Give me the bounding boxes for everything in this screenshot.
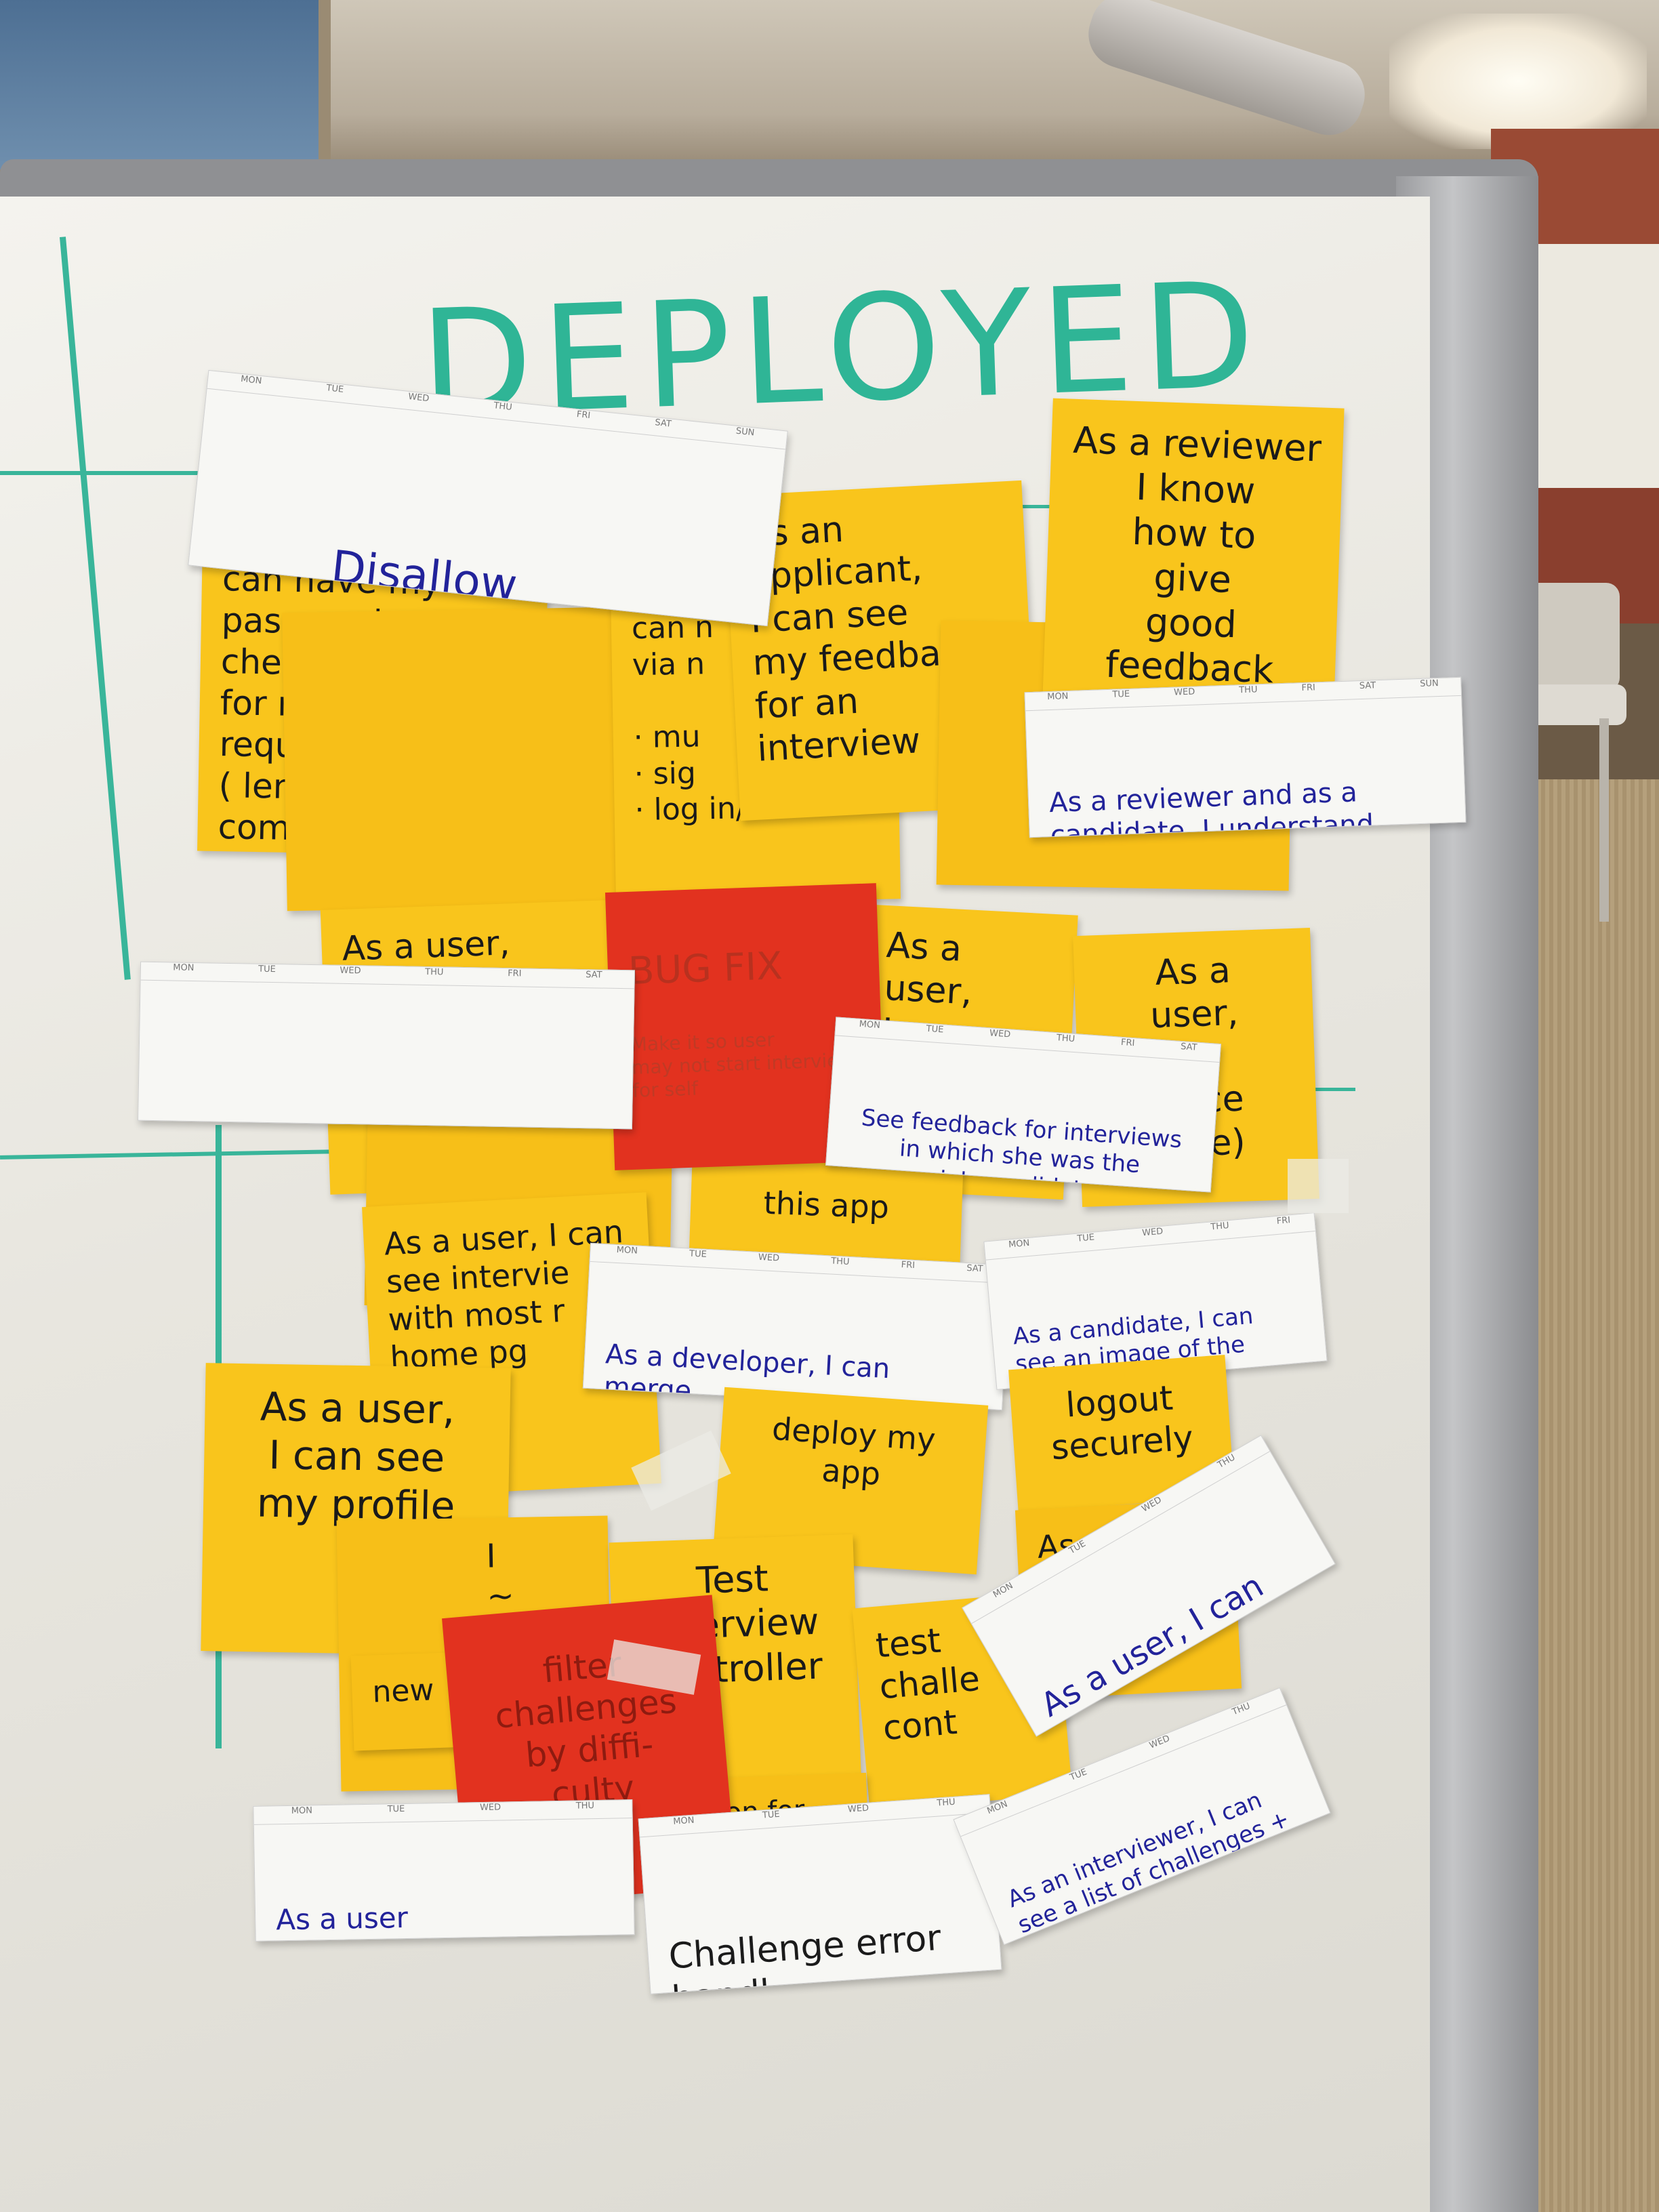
weekday-label: TUE xyxy=(1112,689,1130,700)
weekday-label: MON xyxy=(240,373,263,387)
weekday-label: WED xyxy=(1141,1226,1164,1239)
weekday-label: WED xyxy=(847,1803,869,1815)
weekday-label: FRI xyxy=(901,1259,916,1271)
weekday-label: MON xyxy=(1046,691,1069,703)
weekday-label: MON xyxy=(616,1244,638,1256)
weekday-label: THU xyxy=(1238,684,1258,696)
weekday-label: FRI xyxy=(508,968,522,979)
weekday-label: SAT xyxy=(586,970,602,981)
grid-line-horizontal xyxy=(0,471,203,475)
ceiling-light xyxy=(1389,14,1647,149)
card-text: As a user and sort ch difficult level xyxy=(275,1901,437,1941)
weekday-label: TUE xyxy=(1076,1232,1095,1244)
weekday-label: TUE xyxy=(762,1809,781,1821)
index-card: MON TUE WED THU As a user and sort ch diffi… xyxy=(253,1799,635,1942)
weekday-label: WED xyxy=(407,391,430,405)
weekday-label: THU xyxy=(575,1801,595,1811)
weekday-label: MON xyxy=(173,962,194,974)
weekday-label: MON xyxy=(291,1805,313,1816)
weekday-label: THU xyxy=(425,966,444,978)
weekday-label: MON xyxy=(672,1815,695,1827)
weekday-label: MON xyxy=(859,1019,881,1031)
weekday-label: THU xyxy=(493,401,513,413)
weekday-label: SAT xyxy=(966,1263,983,1275)
weekday-label: WED xyxy=(479,1802,501,1814)
bug-fix-title: BUG FIX xyxy=(627,944,783,994)
weekday-label: FRI xyxy=(1301,682,1316,694)
weekday-label: WED xyxy=(989,1028,1011,1040)
weekday-label: THU xyxy=(1210,1221,1230,1233)
weekday-label: MON xyxy=(1008,1237,1030,1250)
window xyxy=(0,0,331,169)
weekday-label: SAT xyxy=(1180,1042,1197,1053)
weekday-label: FRI xyxy=(1276,1215,1291,1227)
weekday-label: TUE xyxy=(926,1023,944,1036)
tape xyxy=(1288,1159,1349,1213)
weekday-label: SUN xyxy=(735,426,755,438)
sticky-note xyxy=(282,607,619,912)
chair-leg xyxy=(1599,718,1609,922)
weekday-label: SAT xyxy=(1359,680,1376,692)
weekday-label: WED xyxy=(340,965,361,977)
weekday-label: TUE xyxy=(258,964,276,975)
weekday-label: FRI xyxy=(1120,1037,1135,1049)
weekday-label: TUE xyxy=(689,1248,708,1260)
weekday-label: SAT xyxy=(654,417,672,430)
weekday-label: THU xyxy=(830,1256,850,1267)
weekday-label: TUE xyxy=(325,383,344,395)
weekday-label: WED xyxy=(1173,687,1195,698)
weekday-label: THU xyxy=(1056,1033,1076,1045)
weekday-label: THU xyxy=(936,1797,956,1809)
weekday-label: FRI xyxy=(576,409,591,422)
bug-fix-body: Make it so user may not start interview … xyxy=(630,1028,855,1102)
weekday-label: WED xyxy=(758,1252,780,1264)
weekday-label: SUN xyxy=(1419,678,1439,689)
weekday-label: TUE xyxy=(387,1803,405,1815)
